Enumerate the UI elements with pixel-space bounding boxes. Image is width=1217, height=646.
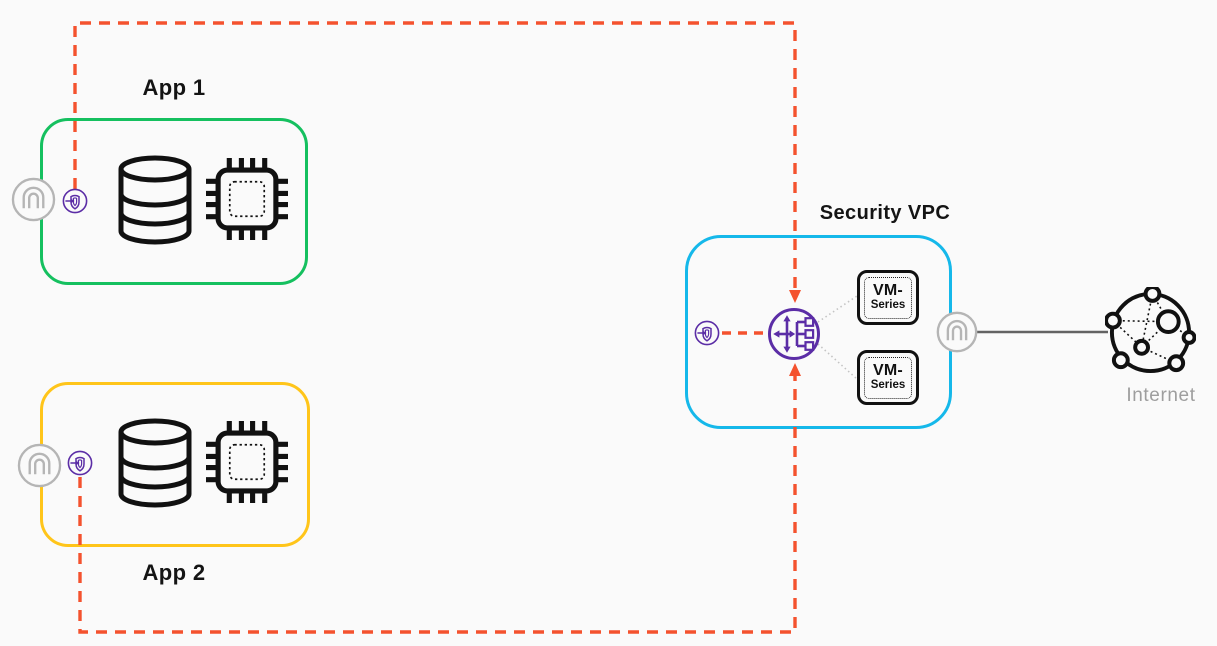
app1-label: App 1: [142, 75, 206, 100]
vm-series-inner: VM- Series: [864, 276, 912, 319]
endpoint-icon: [694, 320, 720, 346]
cpu-chip-icon: [206, 152, 288, 246]
gateway-icon: [936, 311, 978, 353]
vm-series-inner: VM- Series: [864, 356, 912, 399]
app2-label: App 2: [142, 560, 206, 585]
gateway-icon: [17, 443, 62, 488]
security-vpc-label: Security VPC: [819, 202, 951, 224]
internet-label: Internet: [1126, 385, 1196, 406]
endpoint-icon: [67, 450, 93, 476]
vm-series-sublabel: Series: [870, 379, 906, 392]
endpoint-icon: [62, 188, 88, 214]
vm-series-label: VM-: [873, 362, 903, 380]
vm-series-sublabel: Series: [870, 299, 906, 312]
vm-series-firewall-1: VM- Series: [857, 270, 919, 325]
cpu-chip-icon: [206, 415, 288, 509]
gateway-icon: [11, 177, 56, 222]
gateway-load-balancer-icon: [766, 306, 822, 362]
vm-series-label: VM-: [873, 282, 903, 300]
database-icon: [117, 417, 193, 509]
database-icon: [117, 154, 193, 246]
internet-globe-icon: [1105, 287, 1196, 378]
vm-series-firewall-2: VM- Series: [857, 350, 919, 405]
